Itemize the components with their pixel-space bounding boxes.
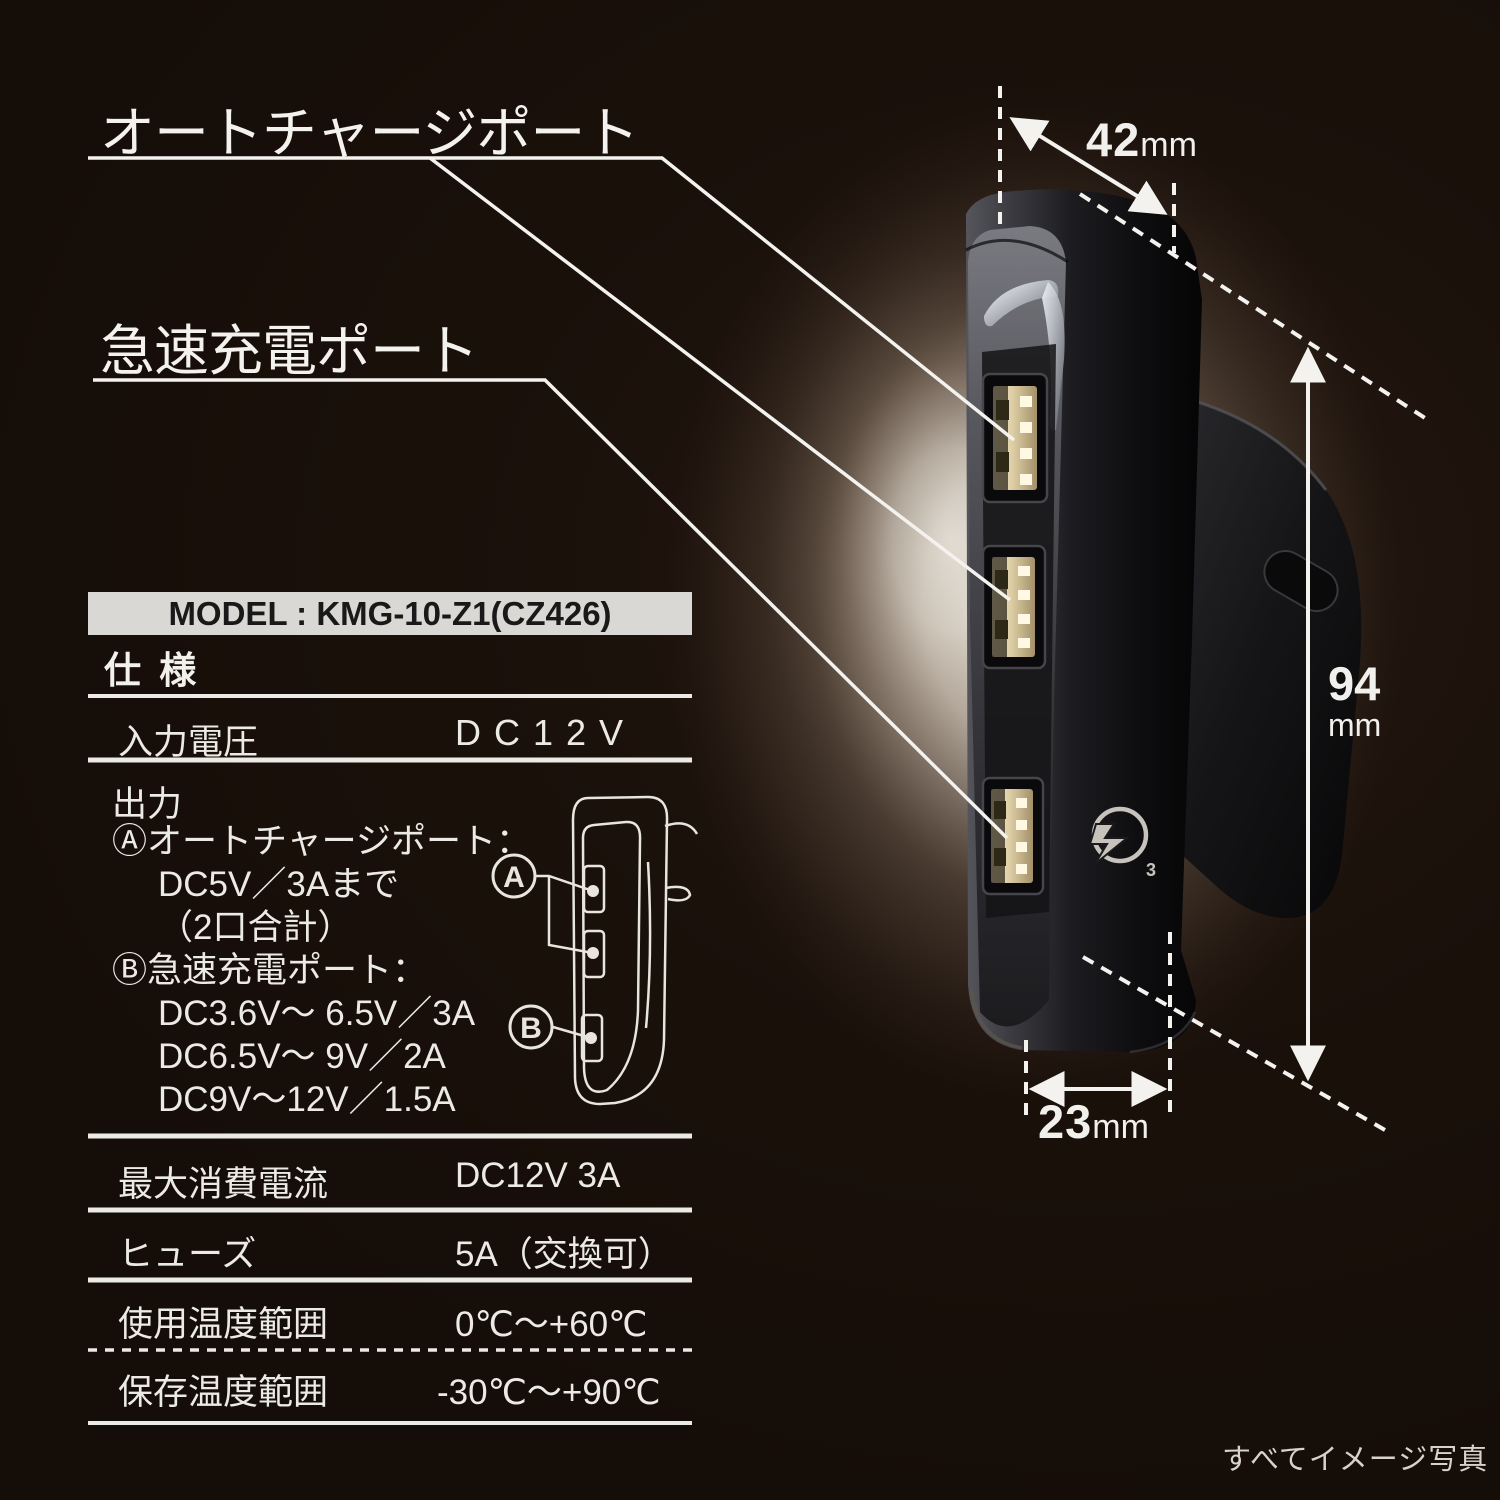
output-line: Ⓐオートチャージポート： [112,822,531,861]
diagram-fuse-tip [664,822,699,835]
diagram-a-circle [491,853,537,899]
diagram-front-face [581,820,642,1093]
diagram-b-circle [508,1004,554,1050]
usb-port-1 [981,372,1049,504]
output-line: Ⓑ急速充電ポート： [112,951,428,990]
diagram-side-contact [665,885,692,902]
spec-row-label: 使用温度範囲 [118,1305,329,1344]
dimension-top-width-unit: mm [1140,126,1197,164]
spec-row-label: 保存温度範囲 [118,1373,329,1412]
diagram-port-3 [580,1013,604,1063]
usb-port-3 [981,776,1045,896]
quick-charge-logo: 3 [1088,806,1156,880]
port-diagram: A B [491,795,699,1106]
callout-auto-charge-port: オートチャージポート [100,102,639,164]
dimension-bottom-width-value: 23 [1038,1095,1093,1148]
output-line: DC6.5V～ 9V／2A [158,1037,446,1076]
spec-row-input-label: 入力電圧 [118,723,259,762]
spec-row-label: ヒューズ [118,1235,257,1274]
heel-highlight [970,989,1023,1050]
leader-auto-charge-port2 [428,156,1012,602]
output-line: （2口合計） [158,908,353,947]
diagram-edge-curve [644,861,652,1029]
diagram-b-line [552,1025,592,1040]
device-photo: 3 [965,189,1362,1054]
ext-line-diagonal-bottom [1082,955,1386,1132]
diagram-b-label: B [520,1012,542,1045]
output-line: DC5V／3Aまで [158,865,400,904]
spec-row-input-value: DC12V [455,712,637,753]
spec-row-value: 5A（交換可） [455,1235,673,1274]
ext-line-diagonal-top [1078,192,1430,422]
diagram-a-bracket [536,874,594,955]
spec-row-value: 0℃～+60℃ [455,1305,648,1344]
model-bar: MODEL : KMG-10-Z1(CZ426) [88,592,692,635]
dimension-height-unit: mm [1328,707,1382,743]
output-line: DC9V～12V／1.5A [158,1080,456,1119]
arrow-42mm [1009,117,1168,215]
leader-auto-charge-port1 [88,156,1016,442]
leader-quick-charge-port3 [93,378,1009,840]
dimension-top-width: 42mm [1086,112,1197,167]
diagram-a-label: A [503,861,525,894]
spec-output-details: Ⓐオートチャージポート： DC5V／3Aまで （2口合計） Ⓑ急速充電ポート： … [112,820,531,1121]
spec-section-title: 仕 様 [104,650,201,691]
dimension-height: 94 mm [1328,660,1381,741]
table-rules [88,694,692,1425]
dimension-lines [998,86,1430,1132]
cap-seam [965,238,1069,264]
qc-version: 3 [1146,860,1156,880]
spec-row-value: -30℃～+90℃ [437,1373,661,1412]
dimension-bottom-width-unit: mm [1092,1108,1149,1146]
diagram-outline [571,795,669,1106]
dimension-bottom-width: 23mm [1038,1094,1149,1149]
spec-row-value: DC12V 3A [455,1156,621,1195]
output-line: DC3.6V～ 6.5V／3A [158,994,476,1033]
dimension-height-value: 94 [1328,657,1381,710]
spec-row-label: 最大消費電流 [118,1165,329,1204]
diagram-port-2 [582,929,606,979]
spec-output-label: 出力 [112,785,183,824]
callout-leader-lines [88,156,1016,840]
usb-port-2 [981,544,1047,670]
model-number: MODEL : KMG-10-Z1(CZ426) [168,594,612,632]
dimension-top-width-value: 42 [1086,113,1141,166]
image-disclaimer-note: すべてイメージ写真 [1222,1444,1489,1476]
callout-quick-charge-port: 急速充電ポート [100,320,479,382]
